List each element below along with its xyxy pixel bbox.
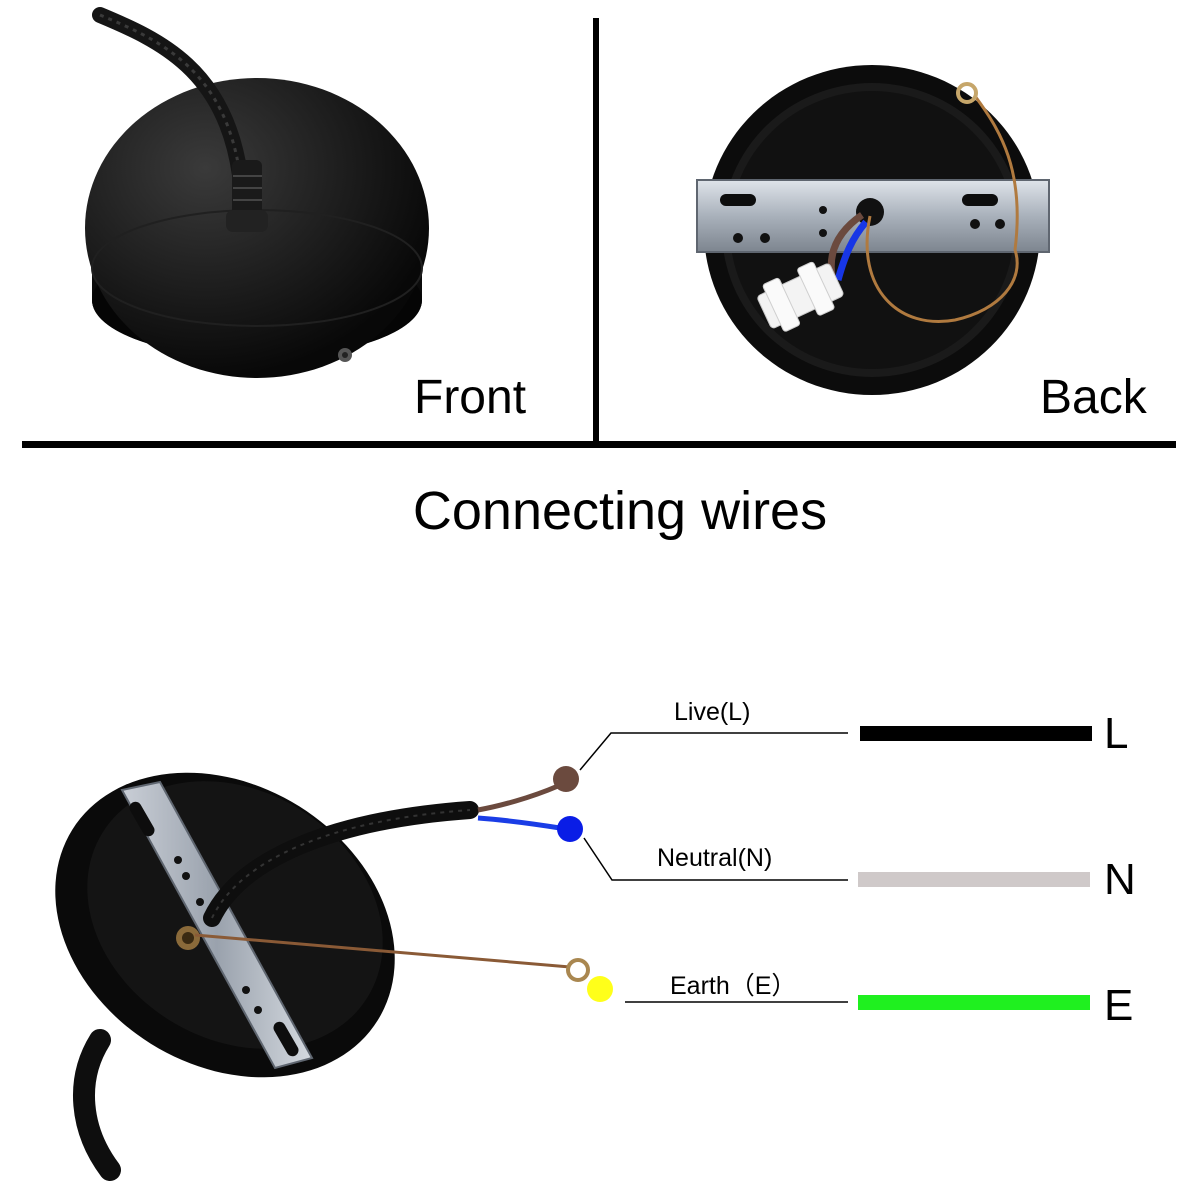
- canopy-wiring-photo: [55, 772, 479, 1181]
- canopy-front-photo: [85, 7, 429, 378]
- leader-neutral: [583, 837, 848, 881]
- front-label: Front: [414, 371, 527, 424]
- terminal-neutral: [557, 816, 583, 842]
- earth-wire-label: Earth（E）: [670, 972, 797, 1000]
- wire-earth: [194, 933, 590, 982]
- section-heading: Connecting wires: [412, 481, 828, 541]
- neutral-letter: N: [1104, 855, 1136, 904]
- panel-divider-vertical: [593, 18, 599, 442]
- terminal-earth: [587, 976, 613, 1002]
- wire-live: [477, 783, 559, 813]
- bar-earth: [858, 995, 1090, 1010]
- neutral-wire-label: Neutral(N): [657, 844, 773, 872]
- terminal-live: [553, 766, 579, 792]
- live-wire-label: Live(L): [674, 698, 751, 726]
- canopy-back-photo: [696, 65, 1050, 395]
- wire-neutral: [477, 815, 561, 831]
- earth-letter: E: [1104, 981, 1134, 1030]
- live-letter: L: [1104, 709, 1129, 758]
- bar-live: [860, 726, 1092, 741]
- panel-divider-horizontal: [22, 441, 1176, 448]
- back-label: Back: [1040, 371, 1147, 424]
- leader-live: [579, 732, 848, 771]
- bar-neutral: [858, 872, 1090, 887]
